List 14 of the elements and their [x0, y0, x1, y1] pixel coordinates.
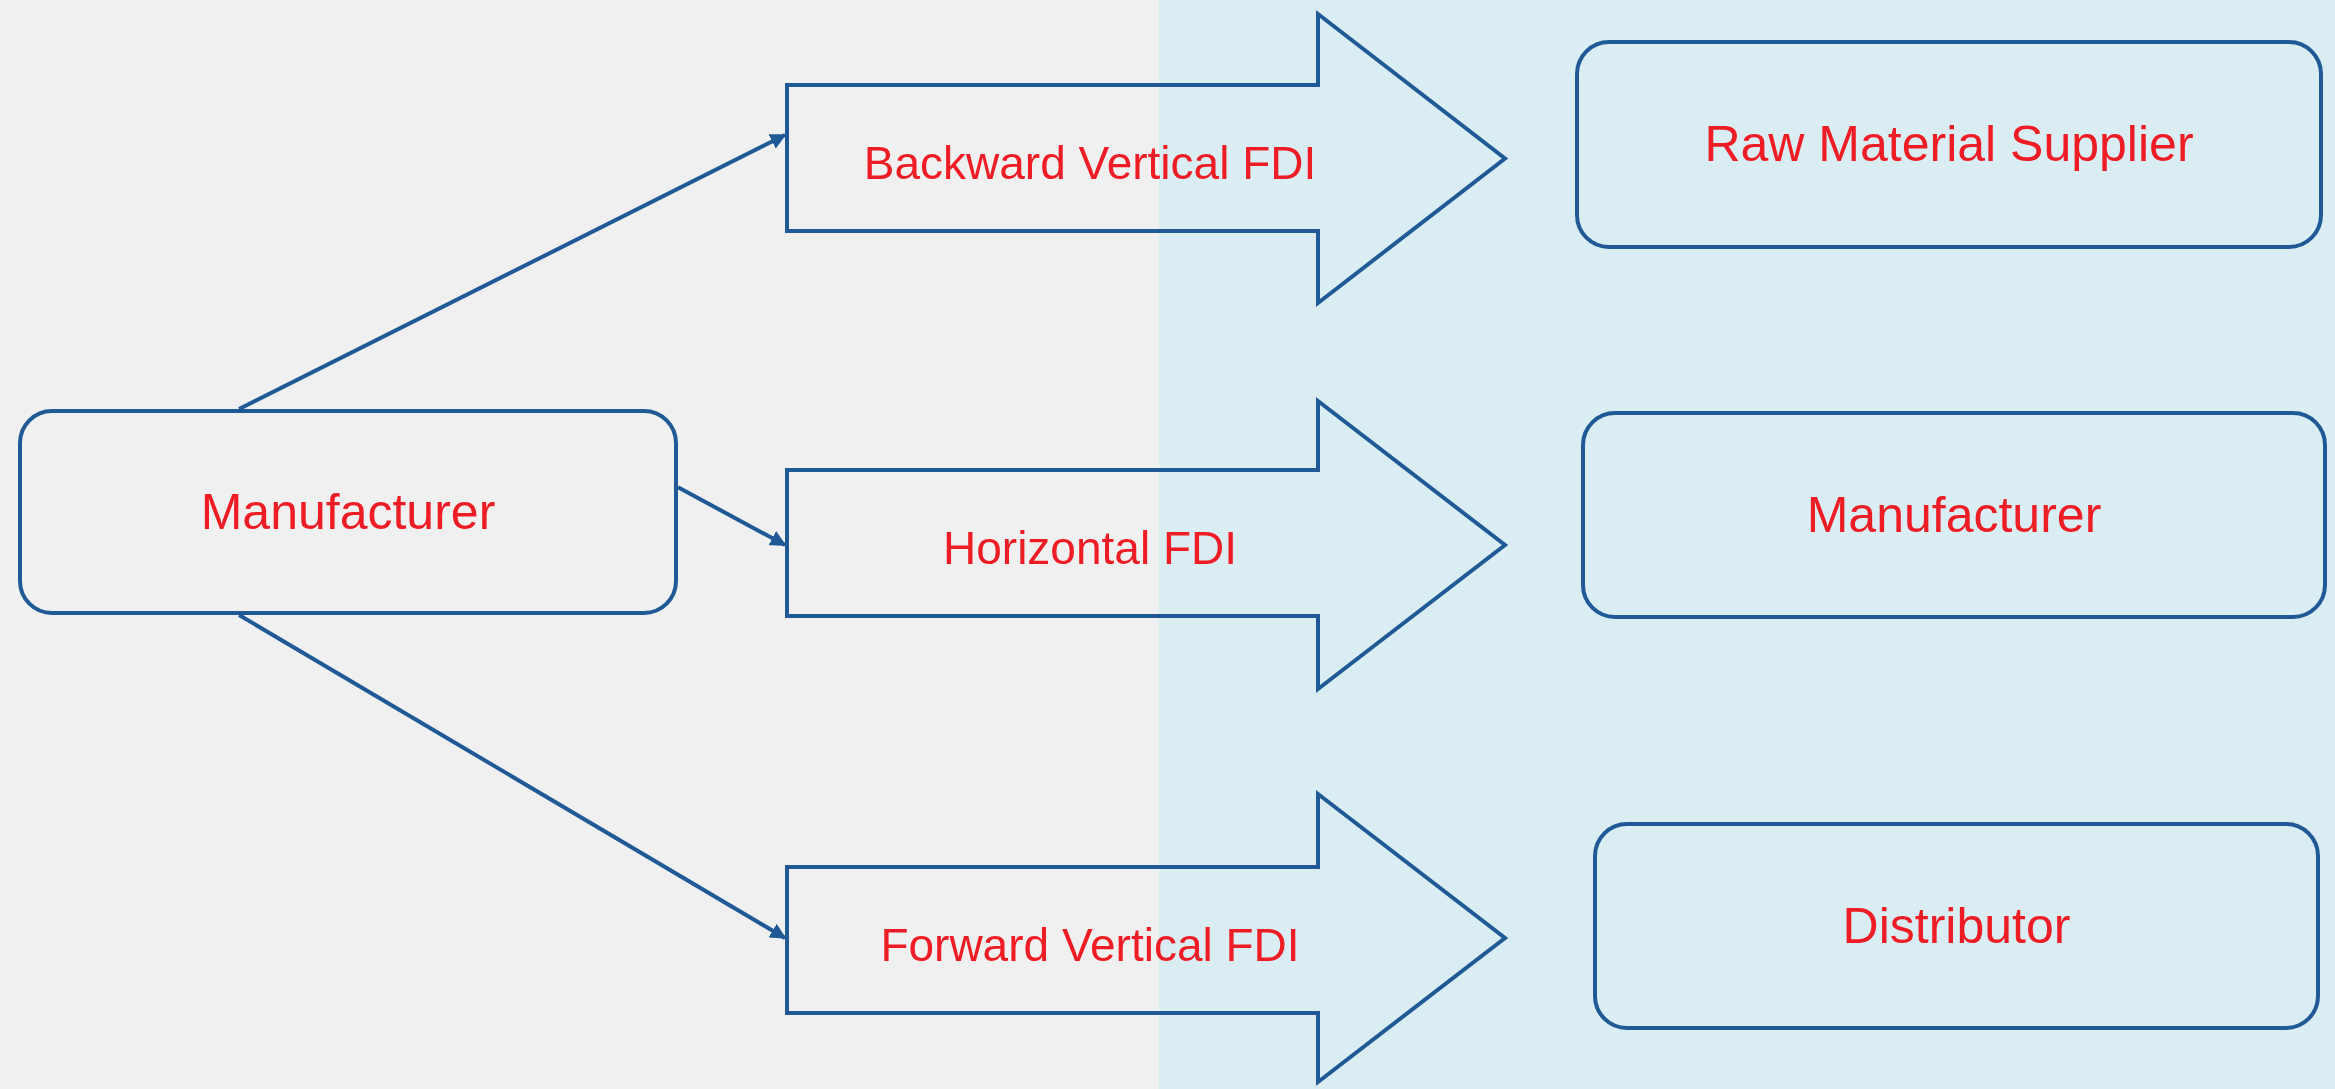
- arrow-label: Horizontal FDI: [942, 521, 1238, 577]
- arrow: [238, 133, 787, 411]
- node-label: Distributor: [1842, 896, 2071, 956]
- node-label: Manufacturer: [200, 482, 496, 542]
- arrow-label: Forward Vertical FDI: [879, 918, 1301, 974]
- arrow: [238, 613, 787, 940]
- arrow-label: Backward Vertical FDI: [862, 136, 1318, 192]
- arrow: [677, 485, 787, 547]
- rounded-box: [18, 409, 678, 615]
- node-label: Manufacturer: [1806, 485, 2102, 545]
- node-label: Raw Material Supplier: [1704, 115, 2194, 175]
- rounded-box: [1575, 40, 2323, 249]
- rounded-box: [1581, 411, 2327, 619]
- rounded-box: [1593, 822, 2320, 1030]
